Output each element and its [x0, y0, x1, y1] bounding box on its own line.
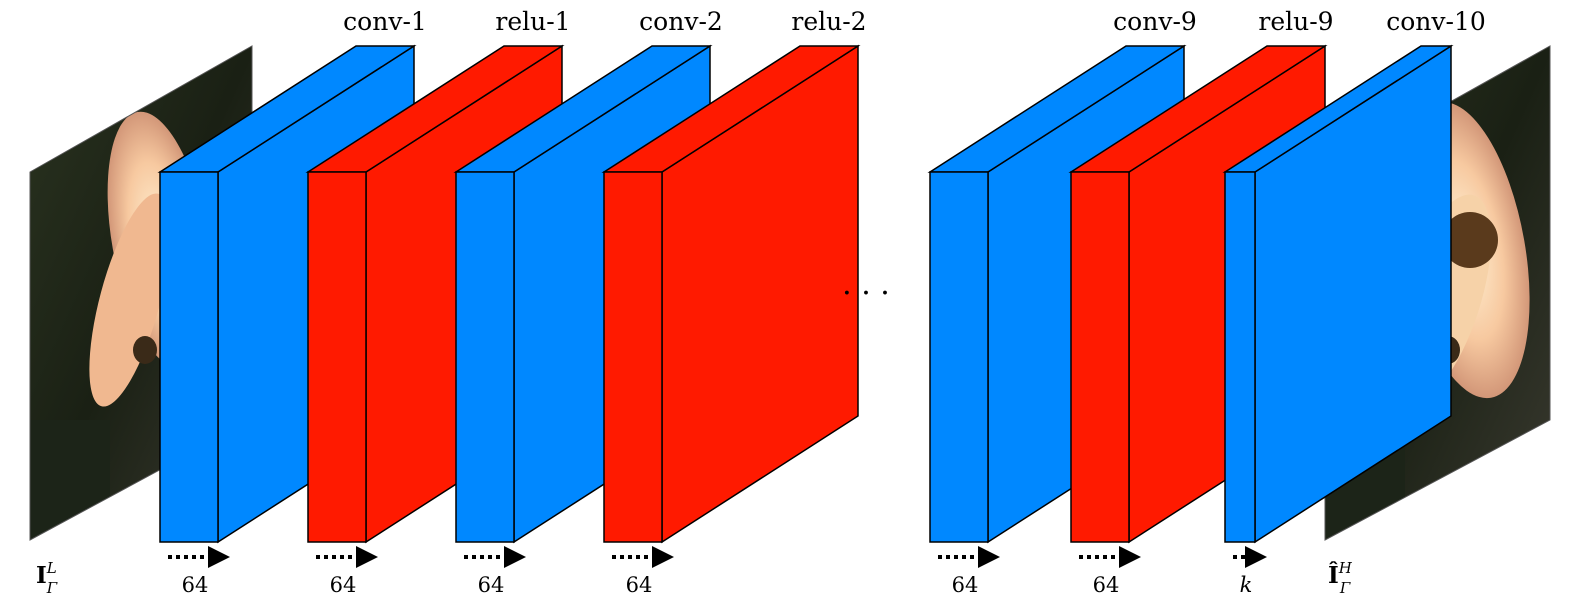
ellipsis-dots: · · · — [842, 276, 890, 311]
layer-name-label: relu-9 — [1258, 7, 1333, 36]
layer-depth-label: k — [1240, 573, 1253, 597]
layer-name-label: conv-1 — [343, 7, 427, 36]
layer-front-face — [1224, 171, 1256, 543]
depth-arrow-head — [978, 546, 1000, 568]
layers-group: conv-1 64 relu-1 64 conv-2 64 relu-2 64 conv-9 64… — [157, 7, 1486, 597]
layer-relu-2: relu-2 64 — [601, 7, 867, 597]
layer-front-face — [1070, 171, 1130, 543]
depth-arrow-head — [1119, 546, 1141, 568]
layer-depth-label: 64 — [478, 573, 505, 597]
layer-depth-label: 64 — [330, 573, 357, 597]
layer-depth-label: 64 — [1093, 573, 1120, 597]
layer-front-face — [929, 171, 989, 543]
depth-arrow-head — [1245, 546, 1267, 568]
layer-depth-label: 64 — [182, 573, 209, 597]
depth-arrow-head — [208, 546, 230, 568]
layer-name-label: conv-2 — [639, 7, 723, 36]
depth-arrow-head — [356, 546, 378, 568]
layer-front-face — [159, 171, 219, 543]
layer-depth-label: 64 — [952, 573, 979, 597]
layer-name-label: conv-9 — [1113, 7, 1197, 36]
layer-front-face — [603, 171, 663, 543]
depth-arrow-head — [652, 546, 674, 568]
depth-arrow-head — [504, 546, 526, 568]
layer-conv-10: conv-10 k — [1222, 7, 1486, 597]
layer-front-face — [307, 171, 367, 543]
layer-name-label: conv-10 — [1386, 7, 1486, 36]
layer-name-label: relu-2 — [791, 7, 866, 36]
layer-depth-label: 64 — [626, 573, 653, 597]
layer-front-face — [455, 171, 515, 543]
layer-name-label: relu-1 — [495, 7, 570, 36]
